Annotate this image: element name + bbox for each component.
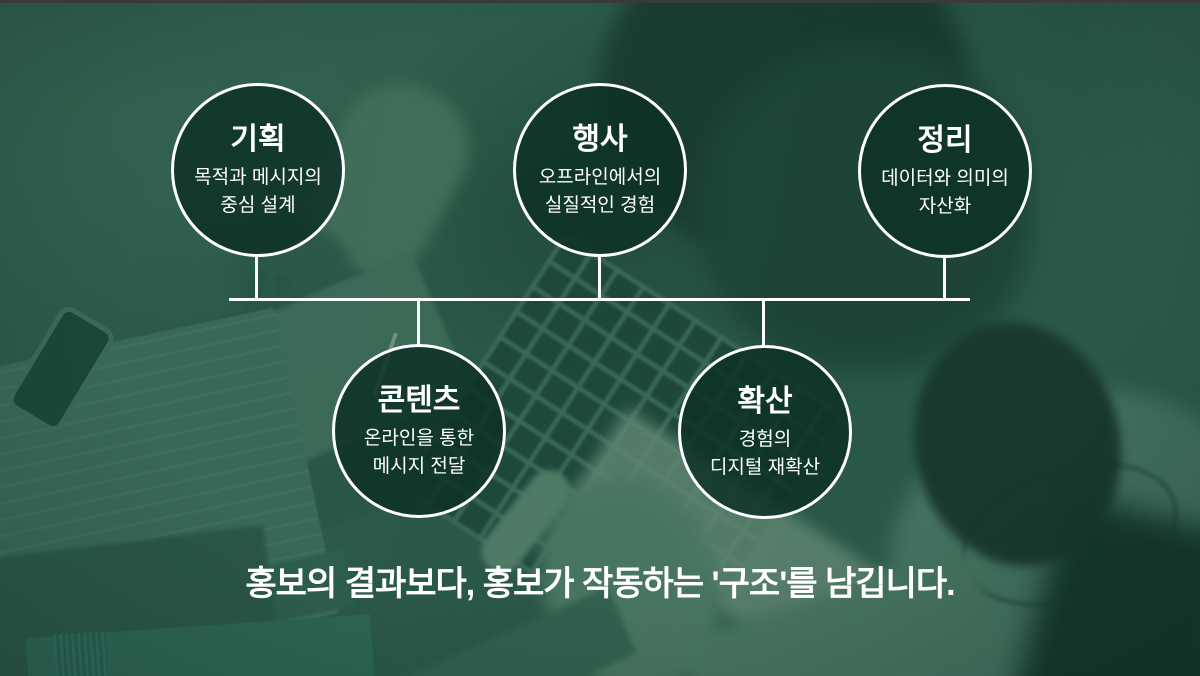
node-title: 확산 [737, 385, 793, 418]
node-spread: 확산 경험의 디지털 재확산 [678, 345, 852, 519]
node-desc-line: 디지털 재확산 [709, 457, 821, 478]
node-desc-line: 데이터와 의미의 [881, 168, 1009, 189]
node-description: 오프라인에서의 실질적인 경험 [539, 164, 661, 220]
node-desc-line: 메시지 전달 [372, 456, 466, 477]
node-desc-line: 경험의 [738, 429, 792, 450]
node-desc-line: 목적과 메시지의 [194, 167, 322, 188]
node-planning: 기획 목적과 메시지의 중심 설계 [171, 83, 345, 257]
node-description: 목적과 메시지의 중심 설계 [194, 164, 322, 220]
node-description: 경험의 디지털 재확산 [710, 426, 820, 482]
node-content: 콘텐츠 온라인을 통한 메시지 전달 [332, 344, 506, 518]
node-title: 정리 [917, 124, 973, 157]
connector-planning [255, 254, 258, 300]
node-title: 행사 [572, 123, 628, 156]
node-title: 콘텐츠 [377, 384, 461, 417]
connector-spread [762, 299, 765, 346]
node-desc-line: 온라인을 통한 [363, 428, 475, 449]
node-desc-line: 자산화 [918, 196, 972, 217]
slide-headline: 홍보의 결과보다, 홍보가 작동하는 '구조'를 남깁니다. [245, 565, 955, 603]
connector-sorting [943, 254, 946, 300]
node-event: 행사 오프라인에서의 실질적인 경험 [513, 83, 687, 257]
node-description: 온라인을 통한 메시지 전달 [364, 425, 474, 481]
node-sorting: 정리 데이터와 의미의 자산화 [858, 84, 1032, 258]
node-desc-line: 중심 설계 [220, 195, 296, 216]
node-desc-line: 오프라인에서의 [538, 167, 662, 188]
connector-event [598, 254, 601, 300]
connector-content [417, 299, 420, 346]
node-desc-line: 실질적인 경험 [544, 195, 656, 216]
node-description: 데이터와 의미의 자산화 [881, 165, 1009, 221]
node-title: 기획 [230, 123, 286, 156]
top-edge-bar [0, 0, 1200, 3]
